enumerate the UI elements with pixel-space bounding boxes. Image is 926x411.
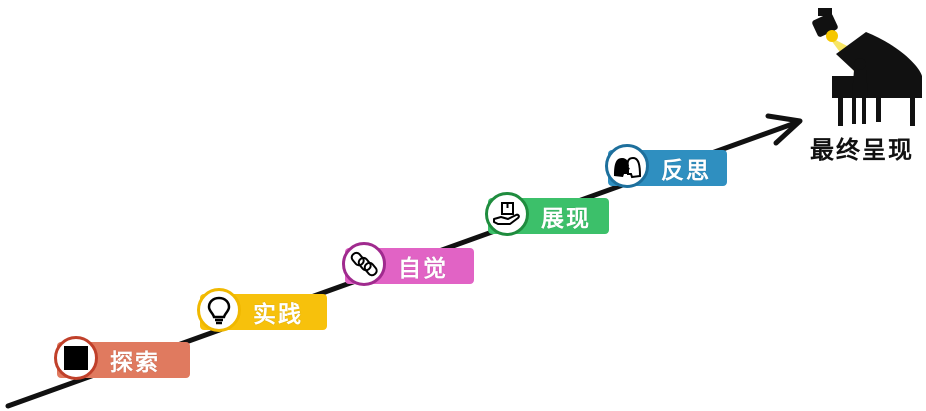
step-awareness-badge [342,242,386,286]
square-icon [64,346,88,370]
step-awareness: 自觉 [342,242,474,286]
arrow-head-icon [765,113,803,146]
step-reflect-badge [605,144,649,188]
step-explore-badge [54,336,98,380]
step-practice: 实践 [197,288,327,332]
step-present: 展现 [485,192,609,236]
step-present-label: 展现 [541,206,591,232]
chain-link-icon [350,251,378,277]
lightbulb-icon [207,296,231,325]
step-reflect: 反思 [605,144,727,188]
hand-box-icon [493,202,520,225]
step-explore: 探索 [54,336,190,380]
step-reflect-label: 反思 [661,158,711,184]
pianist-spotlight-icon [812,8,922,126]
step-practice-label: 实践 [253,302,303,328]
final-presentation-label: 最终呈现 [810,136,914,164]
step-present-badge [485,192,529,236]
step-explore-label: 探索 [110,350,160,376]
heads-dialogue-icon [614,156,642,179]
step-practice-badge [197,288,241,332]
step-awareness-label: 自觉 [398,256,448,282]
